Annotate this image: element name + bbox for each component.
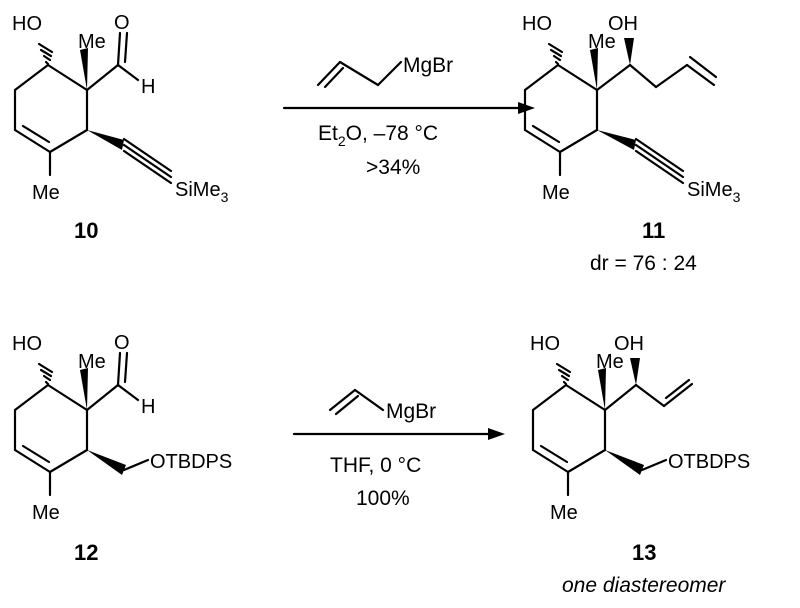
wedge-methyl	[598, 368, 606, 410]
compound-12: HO Me O H Me OTBDPS 12	[12, 332, 232, 565]
hydroxy-label: HO	[12, 333, 42, 355]
compound-13-skeleton	[531, 378, 694, 497]
vinyl-group	[328, 388, 385, 416]
methyl-label: Me	[32, 182, 60, 204]
hashed-wedge-oh	[37, 362, 54, 386]
wedge-alkyne	[87, 130, 124, 150]
wedge-carbinol-oh	[630, 358, 640, 385]
wedge-carbinol-oh	[624, 38, 634, 65]
wedge-alkyne	[597, 130, 636, 150]
hashed-wedge-oh	[555, 362, 572, 386]
hydroxy-label: HO	[522, 13, 552, 35]
methyl-label: Me	[588, 31, 616, 53]
compound-11: HO OH Me Me SiMe3 11 dr = 76 : 24	[522, 13, 741, 275]
hydroxy-label: OH	[614, 333, 644, 355]
methyl-label: Me	[78, 31, 106, 53]
compound-10-skeleton	[13, 31, 173, 185]
hashed-wedge-oh	[547, 42, 564, 66]
methyl-label: Me	[550, 502, 578, 524]
aldehyde-oxygen-label: O	[114, 332, 130, 354]
compound-number: 12	[74, 540, 98, 565]
reagent-label: MgBr	[403, 54, 453, 77]
reaction-arrow	[292, 428, 505, 440]
methyl-label: Me	[542, 182, 570, 204]
hydroxy-label: OH	[608, 13, 638, 35]
compound-number: 10	[74, 218, 98, 243]
compound-11-skeleton	[523, 55, 718, 185]
aldehyde-oxygen-label: O	[114, 12, 130, 34]
yield-label: >34%	[366, 156, 420, 179]
yield-label: 100%	[356, 487, 410, 510]
silyl-ether-label: OTBDPS	[668, 451, 750, 473]
compound-number: 13	[632, 540, 656, 565]
trimethylsilyl-label: SiMe3	[175, 179, 229, 205]
reaction-1-conditions: MgBr Et2O, –78 °C >34%	[282, 54, 535, 179]
aldehyde-hydrogen-label: H	[141, 76, 155, 98]
reagent-label: MgBr	[386, 400, 436, 423]
silyl-ether-label: OTBDPS	[150, 451, 232, 473]
compound-number: 11	[642, 218, 665, 243]
wedge-methyl	[80, 48, 88, 90]
wedge-ch2	[87, 450, 126, 475]
aldehyde-hydrogen-label: H	[141, 396, 155, 418]
hydroxy-label: HO	[530, 333, 560, 355]
wedge-ch2	[605, 450, 644, 475]
reaction-2-conditions: MgBr THF, 0 °C 100%	[292, 388, 505, 510]
methyl-label: Me	[78, 351, 106, 373]
diastereomeric-ratio-label: dr = 76 : 24	[590, 252, 697, 275]
compound-12-skeleton	[13, 351, 150, 497]
reaction-arrow	[282, 102, 535, 114]
diastereomer-note: one diastereomer	[562, 574, 726, 597]
hydroxy-label: HO	[12, 13, 42, 35]
wedge-methyl	[80, 368, 88, 410]
hashed-wedge-oh	[37, 42, 54, 66]
compound-13: HO OH Me Me OTBDPS 13 one diastereomer	[530, 333, 750, 597]
solvent-temperature-label: THF, 0 °C	[330, 454, 421, 477]
methyl-label: Me	[596, 351, 624, 373]
solvent-temperature-label: Et2O, –78 °C	[318, 122, 438, 149]
methyl-label: Me	[32, 502, 60, 524]
trimethylsilyl-label: SiMe3	[687, 179, 741, 205]
wedge-methyl	[590, 48, 598, 90]
allyl-group	[316, 60, 403, 89]
compound-10: HO Me O H Me SiMe3 10	[12, 12, 229, 243]
